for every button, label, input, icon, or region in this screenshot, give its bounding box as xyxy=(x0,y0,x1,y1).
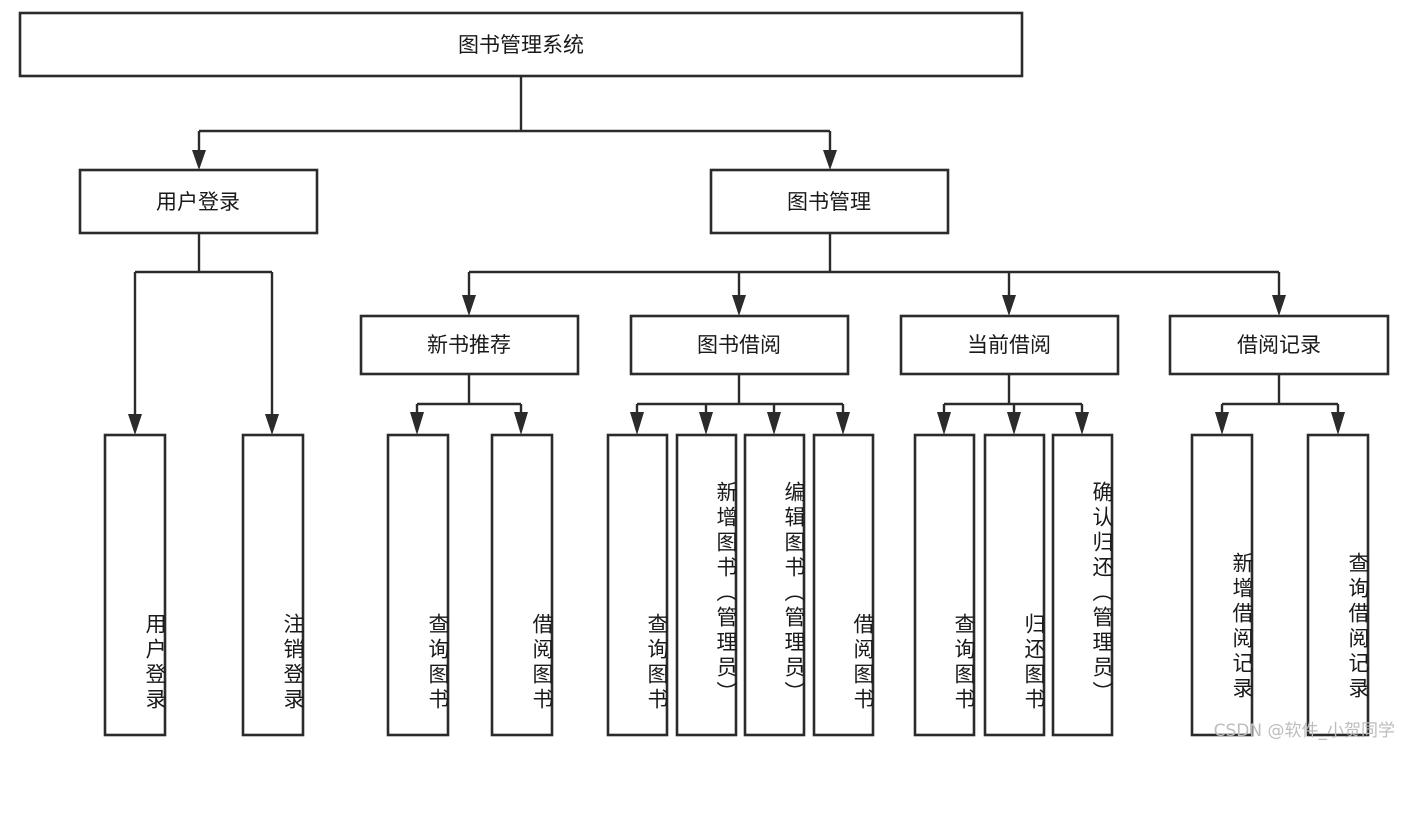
node-leaf-query-record-box[interactable] xyxy=(1306,433,1370,737)
node-leaf-query-book-3-box[interactable] xyxy=(913,433,976,737)
node-leaf-add-record-box[interactable] xyxy=(1190,433,1254,737)
node-current-borrow-label: 当前借阅 xyxy=(967,333,1051,357)
arrowhead-leaf-query-book-2 xyxy=(630,412,644,435)
node-leaf-add-book-box[interactable] xyxy=(675,433,738,737)
node-leaf-edit-book-box[interactable] xyxy=(743,433,806,737)
arrowhead-leaf-query-book-3 xyxy=(937,412,951,435)
node-book-borrow-box[interactable] xyxy=(629,314,850,376)
arrowhead-leaf-query-book-1 xyxy=(410,412,424,435)
node-user-login-label: 用户登录 xyxy=(156,190,240,214)
node-root-label: 图书管理系统 xyxy=(458,33,584,57)
node-leaf-query-book-2-box[interactable] xyxy=(606,433,669,737)
arrowhead-leaf-return-book xyxy=(1007,412,1021,435)
org-chart-diagram: 图书管理系统 用户登录 图书管理 新书推荐 图书借阅 当前借阅 借阅记录 xyxy=(18,11,1395,741)
node-leaf-return-book-box[interactable] xyxy=(983,433,1046,737)
arrowhead-leaf-add-record xyxy=(1215,412,1229,435)
arrowhead-user-login xyxy=(192,150,206,170)
node-book-manage-label: 图书管理 xyxy=(787,190,871,214)
node-current-borrow-box[interactable] xyxy=(899,314,1120,376)
node-leaf-confirm-return-box[interactable] xyxy=(1051,433,1114,737)
node-leaf-borrow-book-1-box[interactable] xyxy=(490,433,554,737)
node-book-borrow-label: 图书借阅 xyxy=(697,333,781,357)
tree-svg-canvas: 图书管理系统 用户登录 图书管理 新书推荐 图书借阅 当前借阅 借阅记录 xyxy=(18,11,1390,737)
node-leaf-user-login-box[interactable] xyxy=(103,433,167,737)
node-leaf-user-logout-box[interactable] xyxy=(241,433,305,737)
arrowhead-leaf-add-book xyxy=(699,412,713,435)
arrowhead-new-book-recommend xyxy=(462,295,476,316)
arrowhead-leaf-user-logout xyxy=(265,414,279,435)
arrowhead-leaf-confirm-return xyxy=(1075,412,1089,435)
node-borrow-record-box[interactable] xyxy=(1168,314,1390,376)
arrowhead-leaf-borrow-book-1 xyxy=(514,412,528,435)
node-leaf-borrow-book-2-box[interactable] xyxy=(812,433,875,737)
node-new-book-recommend-box[interactable] xyxy=(359,314,580,376)
node-new-book-recommend-label: 新书推荐 xyxy=(427,333,511,357)
node-user-login-box[interactable] xyxy=(78,168,319,235)
node-root-box[interactable] xyxy=(18,11,1024,78)
nodes-layer: 图书管理系统 用户登录 图书管理 新书推荐 图书借阅 当前借阅 借阅记录 xyxy=(18,11,1390,737)
arrowhead-borrow-record xyxy=(1272,295,1286,316)
csdn-watermark: CSDN @软件_小贺同学 xyxy=(1213,721,1395,741)
edges-layer xyxy=(128,76,1345,435)
node-book-manage-box[interactable] xyxy=(709,168,950,235)
arrowhead-leaf-borrow-book-2 xyxy=(836,412,850,435)
node-borrow-record-label: 借阅记录 xyxy=(1237,333,1321,357)
arrowhead-current-borrow xyxy=(1002,295,1016,316)
node-leaf-query-book-1-box[interactable] xyxy=(386,433,450,737)
arrowhead-book-manage xyxy=(823,150,837,170)
arrowhead-book-borrow xyxy=(732,295,746,316)
arrowhead-leaf-query-record xyxy=(1331,412,1345,435)
arrowhead-leaf-user-login xyxy=(128,414,142,435)
arrowhead-leaf-edit-book xyxy=(767,412,781,435)
